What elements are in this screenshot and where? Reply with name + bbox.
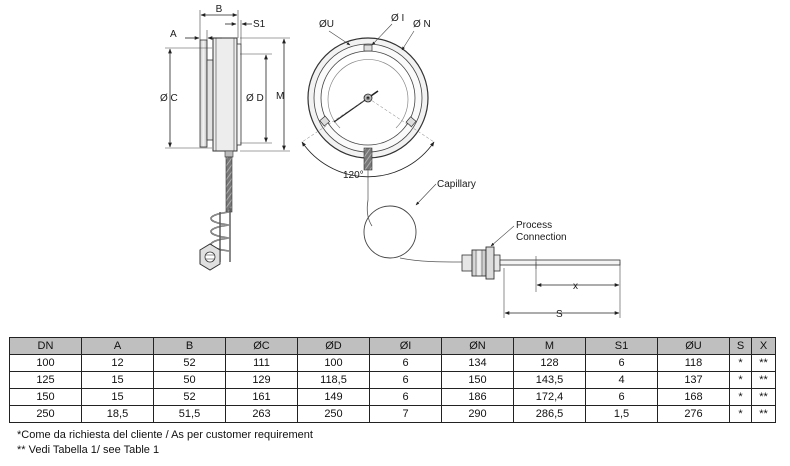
table-cell: 6: [369, 354, 442, 372]
table-cell: 6: [369, 388, 442, 406]
table-cell: *: [729, 405, 752, 423]
table-cell: 6: [585, 354, 658, 372]
table-cell: 125: [9, 371, 82, 389]
table-cell: 118: [657, 354, 730, 372]
table-cell: *: [729, 354, 752, 372]
label-dim-d: Ø D: [246, 93, 264, 104]
label-dim-c: Ø C: [160, 93, 178, 104]
label-dim-s: S: [556, 309, 563, 320]
table-cell: **: [751, 405, 776, 423]
header-cell: B: [153, 337, 226, 355]
side-view: B S1 A Ø C Ø D M: [160, 4, 290, 271]
table-cell: 111: [225, 354, 298, 372]
table-cell: 6: [585, 388, 658, 406]
table-cell: 250: [9, 405, 82, 423]
table-cell: 161: [225, 388, 298, 406]
table-cell: 172,4: [513, 388, 586, 406]
table-cell: 149: [297, 388, 370, 406]
table-cell: 100: [9, 354, 82, 372]
table-cell: 263: [225, 405, 298, 423]
table-cell: 7: [369, 405, 442, 423]
header-cell: ØI: [369, 337, 442, 355]
table-cell: 52: [153, 354, 226, 372]
label-dim-x: x: [573, 281, 578, 292]
table-cell: 129: [225, 371, 298, 389]
label-process-line1: Process: [516, 220, 552, 231]
label-dim-m: M: [276, 91, 284, 102]
table-row: 250 18,5 51,5 263 250 7 290 286,5 1,5 27…: [9, 405, 776, 423]
label-dim-u: ØU: [319, 19, 334, 30]
table-cell: 150: [441, 371, 514, 389]
note-customer-requirement: *Come da richiesta del cliente / As per …: [17, 429, 313, 441]
header-cell: A: [81, 337, 154, 355]
header-cell: M: [513, 337, 586, 355]
table-cell: 118,5: [297, 371, 370, 389]
header-cell: DN: [9, 337, 82, 355]
table-cell: 250: [297, 405, 370, 423]
label-dim-a: A: [170, 29, 177, 40]
label-dim-b: B: [216, 4, 223, 15]
table-cell: 286,5: [513, 405, 586, 423]
table-cell: **: [751, 388, 776, 406]
technical-drawing: B S1 A Ø C Ø D M: [160, 4, 621, 320]
table-row: 125 15 50 129 118,5 6 150 143,5 4 137 * …: [9, 371, 776, 389]
table-cell: 6: [369, 371, 442, 389]
table-cell: *: [729, 388, 752, 406]
header-cell: X: [751, 337, 776, 355]
table-cell: 4: [585, 371, 658, 389]
table-cell: 1,5: [585, 405, 658, 423]
table-header-row: DN A B ØC ØD ØI ØN M S1 ØU S X: [9, 337, 776, 355]
table-cell: 12: [81, 354, 154, 372]
bulb-assembly: Capillary Process Connection x S: [363, 179, 621, 320]
label-dim-n: Ø N: [413, 19, 431, 30]
note-see-table: ** Vedi Tabella 1/ see Table 1: [17, 444, 160, 456]
hex-nut-side: [199, 243, 221, 271]
table-cell: 134: [441, 354, 514, 372]
front-view: ØU Ø I Ø N 120°: [301, 13, 435, 200]
label-capillary: Capillary: [437, 179, 476, 190]
dimensions-table: DN A B ØC ØD ØI ØN M S1 ØU S X 100 12 52…: [9, 337, 776, 423]
table-cell: 290: [441, 405, 514, 423]
label-process-line2: Connection: [516, 232, 567, 243]
table-cell: 51,5: [153, 405, 226, 423]
table-cell: 186: [441, 388, 514, 406]
header-cell: ØC: [225, 337, 298, 355]
label-dim-s1: S1: [253, 19, 266, 30]
table-cell: 143,5: [513, 371, 586, 389]
label-angle: 120°: [343, 170, 364, 181]
table-cell: 50: [153, 371, 226, 389]
header-cell: ØD: [297, 337, 370, 355]
label-dim-i: Ø I: [391, 13, 404, 24]
table-cell: 15: [81, 388, 154, 406]
table-cell: 137: [657, 371, 730, 389]
table-row: 150 15 52 161 149 6 186 172,4 6 168 * **: [9, 388, 776, 406]
table-cell: **: [751, 371, 776, 389]
table-cell: 276: [657, 405, 730, 423]
table-cell: 150: [9, 388, 82, 406]
header-cell: ØN: [441, 337, 514, 355]
table-row: 100 12 52 111 100 6 134 128 6 118 * **: [9, 354, 776, 372]
table-cell: 52: [153, 388, 226, 406]
header-cell: ØU: [657, 337, 730, 355]
header-cell: S1: [585, 337, 658, 355]
table-cell: *: [729, 371, 752, 389]
header-cell: S: [729, 337, 752, 355]
table-cell: 168: [657, 388, 730, 406]
table-cell: 15: [81, 371, 154, 389]
table-cell: 128: [513, 354, 586, 372]
table-cell: **: [751, 354, 776, 372]
table-cell: 100: [297, 354, 370, 372]
table-cell: 18,5: [81, 405, 154, 423]
